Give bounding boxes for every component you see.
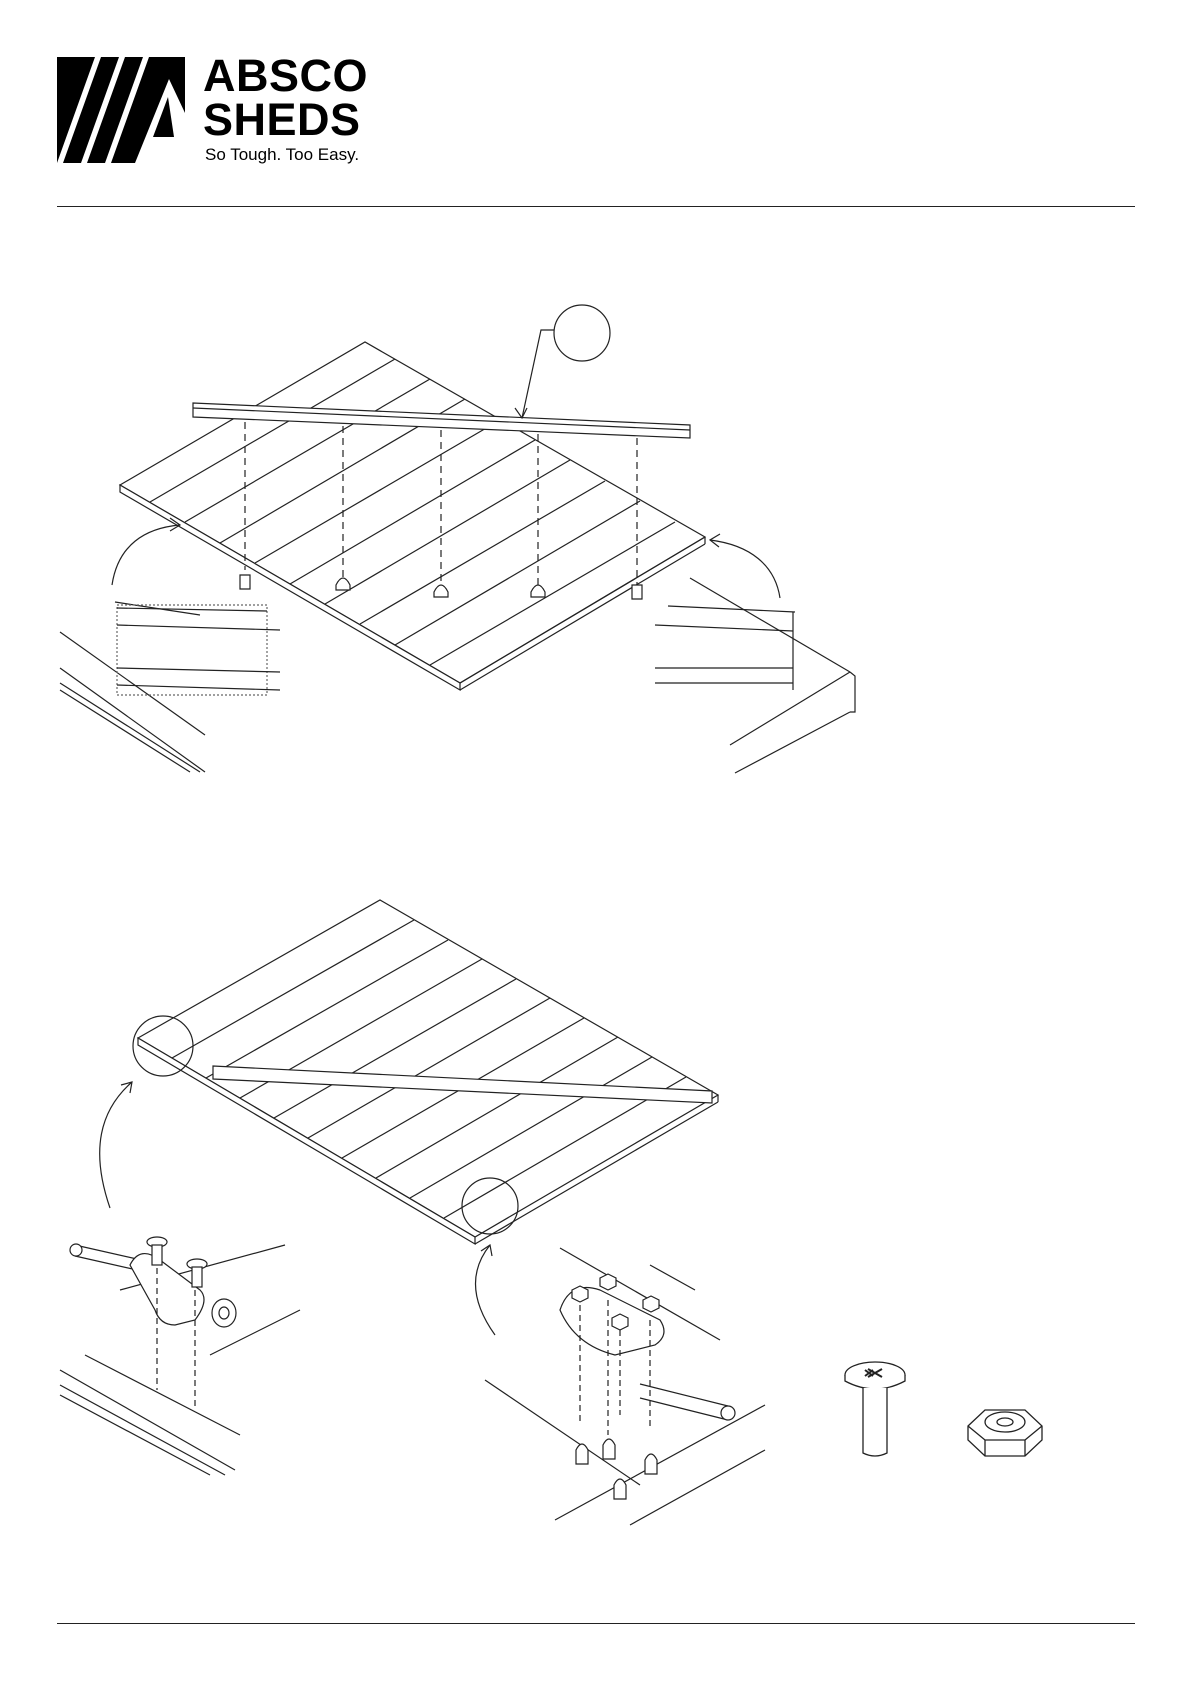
arrow-detail-right — [476, 1245, 495, 1335]
hinge-detail-left — [60, 1237, 300, 1475]
brand-line-1: ABSCO — [203, 53, 368, 97]
brand-name: ABSCO SHEDS — [203, 53, 368, 141]
wall-section-right — [655, 606, 795, 690]
assembly-figure-upper — [0, 290, 1192, 790]
hinge-detail-right — [485, 1248, 765, 1525]
floor-lines-right — [690, 578, 855, 773]
brand-header: ABSCO SHEDS So Tough. Too Easy. — [57, 55, 397, 167]
nylon-lock-nut-icon — [960, 1398, 1050, 1468]
brand-line-2: SHEDS — [203, 97, 368, 141]
tagline: So Tough. Too Easy. — [205, 145, 359, 165]
part-callout-circle — [554, 305, 610, 361]
wall-section-left — [117, 605, 280, 695]
header-divider — [57, 206, 1135, 207]
hardware-parts — [820, 1360, 1080, 1490]
arrow-left — [112, 525, 180, 585]
bolt-icon — [840, 1360, 910, 1480]
arrow-detail-left — [100, 1082, 132, 1208]
absco-logo-icon — [57, 55, 197, 165]
footer-divider — [57, 1623, 1135, 1624]
roof-panel — [120, 342, 705, 690]
arrow-right — [710, 540, 780, 598]
